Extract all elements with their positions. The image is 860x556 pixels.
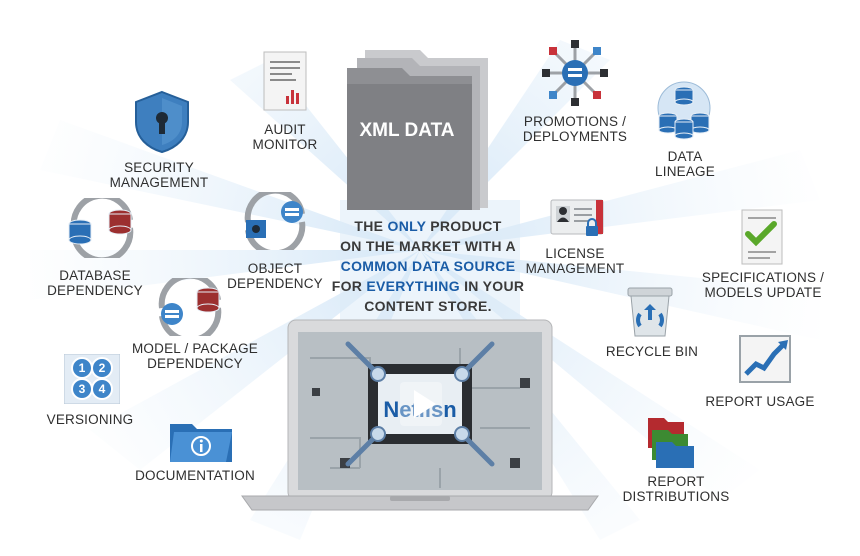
play-icon xyxy=(414,390,436,418)
line-chart-icon xyxy=(738,334,794,386)
recycle-bin-label: RECYCLE BIN xyxy=(605,344,699,359)
report-usage-label: REPORT USAGE xyxy=(705,394,815,409)
report-document-icon xyxy=(262,50,308,112)
stacked-folders-icon xyxy=(646,412,696,470)
shield-keyhole-icon xyxy=(134,90,190,154)
xml-data-folder xyxy=(335,40,505,210)
checklist-icon xyxy=(740,208,786,266)
id-card-lock-icon xyxy=(550,198,606,240)
documentation-label: DOCUMENTATION xyxy=(135,468,255,483)
info-folder-icon xyxy=(168,416,234,464)
network-hub-icon xyxy=(540,38,610,108)
specifications-models-update-label: SPECIFICATIONS /MODELS UPDATE xyxy=(701,270,825,300)
database-cycle-icon xyxy=(154,278,226,336)
database-cycle-icon xyxy=(64,198,140,258)
video-play-button[interactable] xyxy=(392,382,448,430)
database-stack-icon xyxy=(652,80,716,142)
object-cycle-icon xyxy=(240,192,310,250)
folder-label: XML DATA xyxy=(359,120,455,141)
center-statement: THE ONLY PRODUCT ON THE MARKET WITH A CO… xyxy=(331,218,525,314)
svg-text:2: 2 xyxy=(99,361,106,375)
promotions-deployments-label: PROMOTIONS /DEPLOYMENTS xyxy=(522,114,628,144)
svg-text:3: 3 xyxy=(79,382,86,396)
versioning-label: VERSIONING xyxy=(46,412,134,427)
svg-text:1: 1 xyxy=(79,361,86,375)
recycle-bin-icon xyxy=(624,286,676,338)
laptop: Netlisn xyxy=(240,318,600,523)
svg-text:4: 4 xyxy=(99,382,106,396)
